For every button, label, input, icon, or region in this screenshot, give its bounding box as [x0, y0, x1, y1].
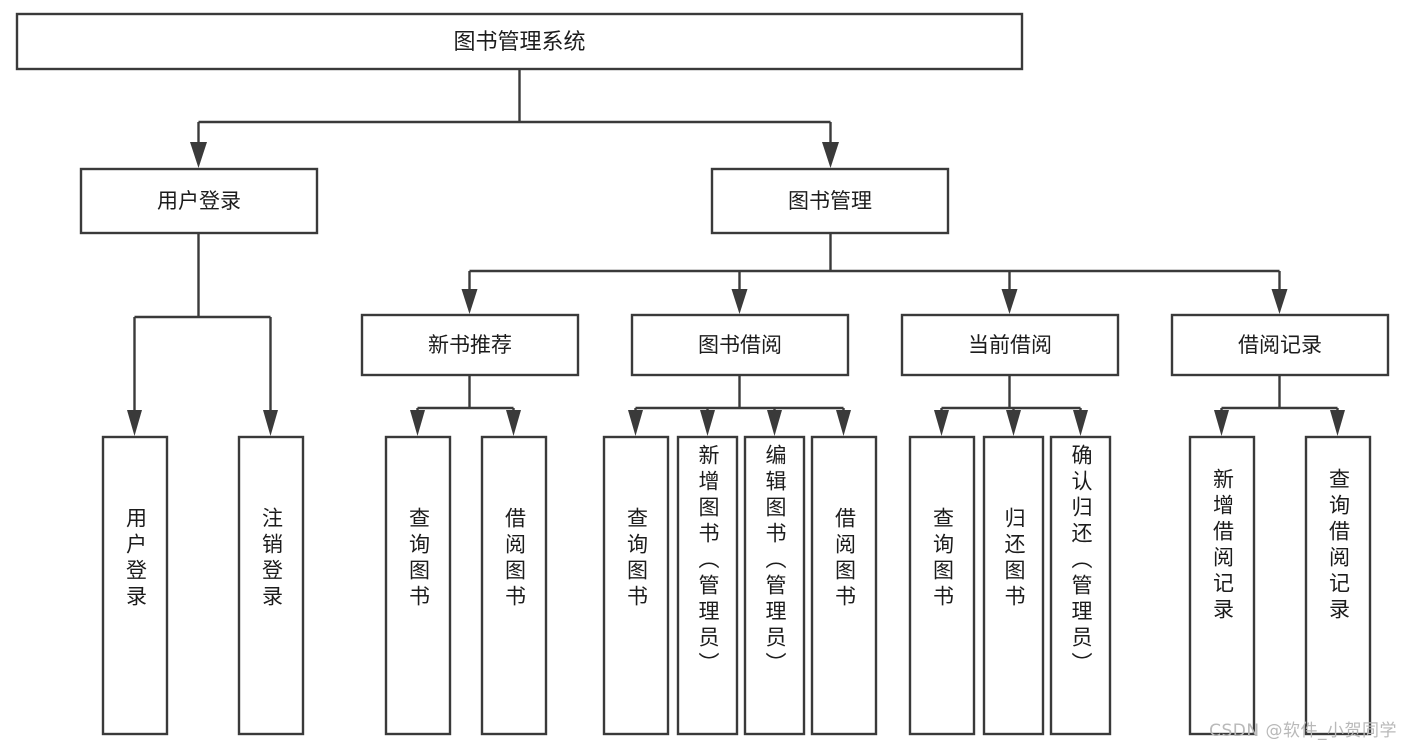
leaf-box-logout[interactable] — [237, 435, 305, 736]
node-new-book-recommend-box — [360, 313, 580, 377]
leaf-box-user-login[interactable] — [101, 435, 169, 736]
leaf-box-borrow-book[interactable] — [810, 435, 878, 736]
node-book-borrow[interactable]: 图书借阅 — [630, 313, 850, 377]
leaf-boxes-current-borrow — [908, 435, 1112, 736]
leaf-box-edit-book-admin[interactable] — [743, 435, 806, 736]
node-user-login[interactable]: 用户登录 — [79, 167, 319, 235]
node-borrow-records[interactable]: 借阅记录 — [1170, 313, 1390, 377]
arrow-newbook-leaf2 — [506, 410, 521, 436]
connector-group-new-book — [410, 375, 521, 436]
node-root-system[interactable]: 图书管理系统 — [15, 12, 1024, 71]
node-root-system-box — [15, 12, 1024, 71]
arrow-borrow-leaf1 — [628, 410, 643, 436]
leaf-boxes-borrow-records — [1188, 435, 1372, 736]
arrow-current-leaf3 — [1073, 410, 1088, 436]
leaf-box-query-borrow-record[interactable] — [1304, 435, 1372, 736]
node-current-borrow-label: 当前借阅 — [968, 333, 1052, 357]
leaf-boxes-user-login — [101, 435, 305, 736]
node-borrow-records-label: 借阅记录 — [1238, 333, 1322, 357]
arrow-borrow-leaf3 — [767, 410, 782, 436]
node-new-book-recommend[interactable]: 新书推荐 — [360, 313, 580, 377]
arrow-user-leaf2 — [263, 410, 278, 436]
leaf-box-query-book-newbook[interactable] — [384, 435, 452, 736]
node-current-borrow-box — [900, 313, 1120, 377]
node-book-borrow-box — [630, 313, 850, 377]
leaf-box-return-book[interactable] — [982, 435, 1045, 736]
leaf-boxes-new-book-recommend — [384, 435, 548, 736]
arrow-book-to-current — [1001, 289, 1018, 314]
node-user-login-label: 用户登录 — [157, 189, 241, 213]
connector-group-book-borrow — [628, 375, 851, 436]
arrow-records-leaf1 — [1214, 410, 1229, 436]
node-book-borrow-label: 图书借阅 — [698, 333, 782, 357]
connector-group-borrow-records — [1214, 375, 1345, 436]
arrow-current-leaf2 — [1006, 410, 1021, 436]
node-borrow-records-box — [1170, 313, 1390, 377]
node-book-management[interactable]: 图书管理 — [710, 167, 950, 235]
leaf-box-add-book-admin[interactable] — [676, 435, 739, 736]
arrow-records-leaf2 — [1330, 410, 1345, 436]
node-current-borrow[interactable]: 当前借阅 — [900, 313, 1120, 377]
arrow-borrow-leaf2 — [700, 410, 715, 436]
arrow-book-to-records — [1271, 289, 1288, 314]
leaf-box-borrow-book-newbook[interactable] — [480, 435, 548, 736]
arrow-borrow-leaf4 — [836, 410, 851, 436]
connector-group-user-login — [127, 233, 278, 436]
node-user-login-box — [79, 167, 319, 235]
leaf-boxes-book-borrow — [602, 435, 878, 736]
arrow-newbook-leaf1 — [410, 410, 425, 436]
connector-group-current-borrow — [934, 375, 1088, 436]
connector-group-root — [190, 69, 839, 168]
arrow-current-leaf1 — [934, 410, 949, 436]
leaf-box-add-borrow-record[interactable] — [1188, 435, 1256, 736]
leaf-box-confirm-return-admin[interactable] — [1049, 435, 1112, 736]
leaf-box-query-book-borrow[interactable] — [602, 435, 670, 736]
arrow-user-leaf1 — [127, 410, 142, 436]
node-root-system-label: 图书管理系统 — [453, 30, 585, 55]
watermark-text: CSDN @软件_小贺同学 — [1209, 721, 1397, 741]
node-new-book-recommend-label: 新书推荐 — [428, 333, 512, 357]
connector-group-book-management — [461, 233, 1288, 314]
arrow-book-to-newbook — [461, 289, 478, 314]
arrow-root-to-user — [190, 142, 207, 168]
arrow-book-to-borrow — [731, 289, 748, 314]
leaf-box-query-book-current[interactable] — [908, 435, 976, 736]
node-book-management-label: 图书管理 — [788, 189, 872, 213]
arrow-root-to-book — [822, 142, 839, 168]
node-book-management-box — [710, 167, 950, 235]
